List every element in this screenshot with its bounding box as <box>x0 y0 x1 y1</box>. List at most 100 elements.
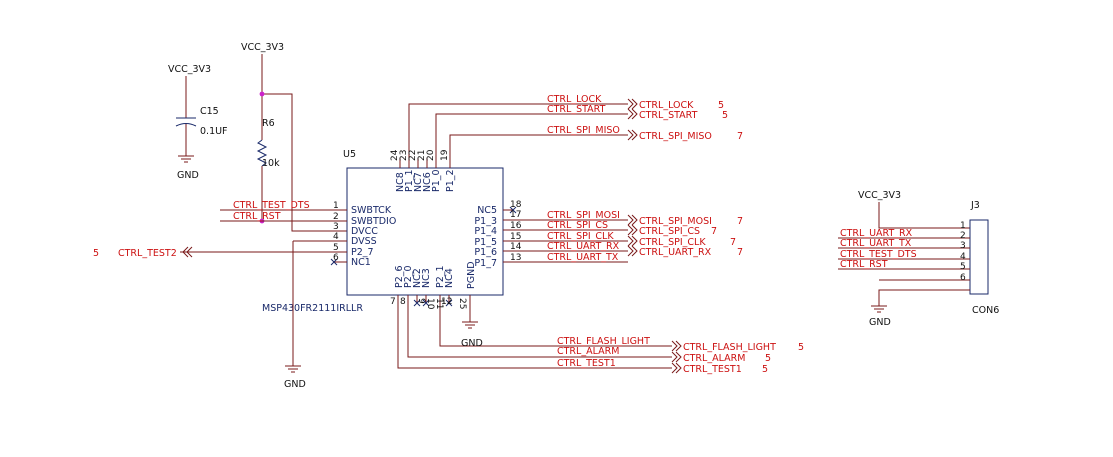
port-arrow <box>675 362 682 374</box>
pin-name: P1_4 <box>474 226 497 237</box>
pin-name: P2_6 <box>394 265 405 288</box>
pin-name: P1_5 <box>474 237 497 248</box>
pin-name: NC1 <box>351 257 371 268</box>
r6-ref: R6 <box>262 118 275 129</box>
offpage-port: CTRL_ALARM 5 <box>671 351 771 364</box>
port-arrow <box>631 108 638 120</box>
port-arrow <box>627 245 634 257</box>
pin-name: P2_0 <box>403 265 414 288</box>
pin-num: 2 <box>333 212 339 222</box>
net-ctrl-test-dts: CTRL_TEST_DTS <box>233 200 310 211</box>
port-page-ref: 7 <box>730 237 736 248</box>
port-arrow <box>627 235 634 247</box>
pin-name: P2_1 <box>435 265 446 288</box>
net-ctrl-lock: CTRL_LOCK <box>547 94 602 105</box>
gnd-label-j3: GND <box>869 317 891 328</box>
pin-num: 1 <box>333 201 339 211</box>
pin-num: 11 <box>434 298 444 309</box>
pin-name: SWBTDIO <box>351 216 396 227</box>
port-page-ref: 5 <box>718 100 724 111</box>
port-page-ref: 7 <box>737 216 743 227</box>
pin-num: 16 <box>510 221 522 231</box>
j3-net-label: CTRL_RST <box>840 259 888 270</box>
u5-ref: U5 <box>343 149 356 160</box>
gnd-label-pgnd: GND <box>461 338 483 349</box>
c15-ref: C15 <box>200 106 219 117</box>
pin-name: NC2 <box>412 268 423 288</box>
r6-value: 10k <box>262 158 280 169</box>
pin-num: 13 <box>510 253 521 263</box>
vcc-label-c15: VCC_3V3 <box>168 64 211 75</box>
port-page-ref: 5 <box>798 342 804 353</box>
gnd-dvss: GND <box>284 241 306 390</box>
port-label: CTRL_FLASH_LIGHT <box>683 342 776 353</box>
pin-name: NC6 <box>422 172 433 192</box>
gnd-label-c15: GND <box>177 170 199 181</box>
port-label: CTRL_UART_RX <box>639 247 712 258</box>
pin-num: 6 <box>333 253 339 263</box>
pin-num: 19 <box>440 149 450 161</box>
resistor-r6: VCC_3V3 R6 10k <box>241 42 347 232</box>
port-page-ref: 5 <box>765 353 771 364</box>
port-label: CTRL_TEST1 <box>683 364 742 375</box>
capacitor-c15: VCC_3V3 C15 0.1UF GND <box>168 64 228 181</box>
net-labels: CTRL_LOCK CTRL_START CTRL_SPI_MISO CTRL_… <box>547 94 650 369</box>
j3-pin-num: 6 <box>960 273 966 283</box>
left-nets: CTRL_TEST_DTS CTRL_RST CTRL_TEST2 5 <box>93 200 320 259</box>
port-arrow <box>631 129 638 141</box>
pin-num: 10 <box>425 298 435 310</box>
port-arrow <box>671 340 678 352</box>
j3-pin-num: 5 <box>960 262 966 272</box>
port-label: CTRL_SPI_CLK <box>639 237 706 248</box>
pin-num: 9 <box>416 298 426 304</box>
port-arrow <box>627 108 634 120</box>
pin-num: 24 <box>390 149 400 161</box>
connector-j3: VCC_3V3 J3 CON6 GND 1 2 3 4 5 6 CTRL_UAR… <box>838 190 999 328</box>
port-arrow <box>627 224 634 236</box>
pin-num: 21 <box>417 150 427 161</box>
u5-bottom-pins: 7 P2_6 8 P2_0 9 NC2 10 NC3 11 P2_1 12 NC… <box>390 261 672 369</box>
port-arrow <box>671 351 678 363</box>
j3-pin-num: 3 <box>960 241 966 251</box>
net-ctrl-alarm: CTRL_ALARM <box>557 346 619 357</box>
port-label: CTRL_ALARM <box>683 353 745 364</box>
pin-name: P2_7 <box>351 247 374 258</box>
mcu-u5: U5 MSP430FR2111IRLLR 1 SWBTCK 2 SWBTDIO … <box>180 103 672 369</box>
j3-pin-num: 1 <box>960 221 966 231</box>
port-label: CTRL_SPI_MOSI <box>639 216 712 227</box>
j3-pin-num: 4 <box>960 252 966 262</box>
port-arrow <box>627 129 634 141</box>
port-arrow <box>631 245 638 257</box>
pin-num: 4 <box>333 232 339 242</box>
net-ctrl-test2: CTRL_TEST2 <box>118 248 177 259</box>
c15-value: 0.1UF <box>200 126 228 137</box>
pin-name: PGND <box>466 261 477 289</box>
pin-name: P1_0 <box>431 169 442 192</box>
port-arrow <box>631 98 638 110</box>
pin-name: DVSS <box>351 236 377 247</box>
port-label: CTRL_SPI_CS <box>639 226 700 237</box>
pin-name: P1_6 <box>474 247 497 258</box>
pin-name: NC5 <box>477 205 497 216</box>
pin-name: P1_1 <box>404 169 415 192</box>
vcc-label-r6: VCC_3V3 <box>241 42 284 53</box>
pin-name: P1_7 <box>474 258 497 269</box>
u5-left-pins: 1 SWBTCK 2 SWBTDIO 3 DVCC 4 DVSS 5 P2_7 … <box>180 201 396 268</box>
port-arrow <box>631 235 638 247</box>
page-ref-test2: 5 <box>93 248 99 259</box>
port-page-ref: 7 <box>737 131 743 142</box>
pin-name: NC3 <box>421 268 432 288</box>
net-ctrl-rst: CTRL_RST <box>233 211 281 222</box>
port-arrow <box>631 214 638 226</box>
port-arrow <box>675 351 682 363</box>
pin-num: 14 <box>510 242 522 252</box>
pin-num: 12 <box>441 297 452 307</box>
pin-num: 15 <box>510 232 521 242</box>
